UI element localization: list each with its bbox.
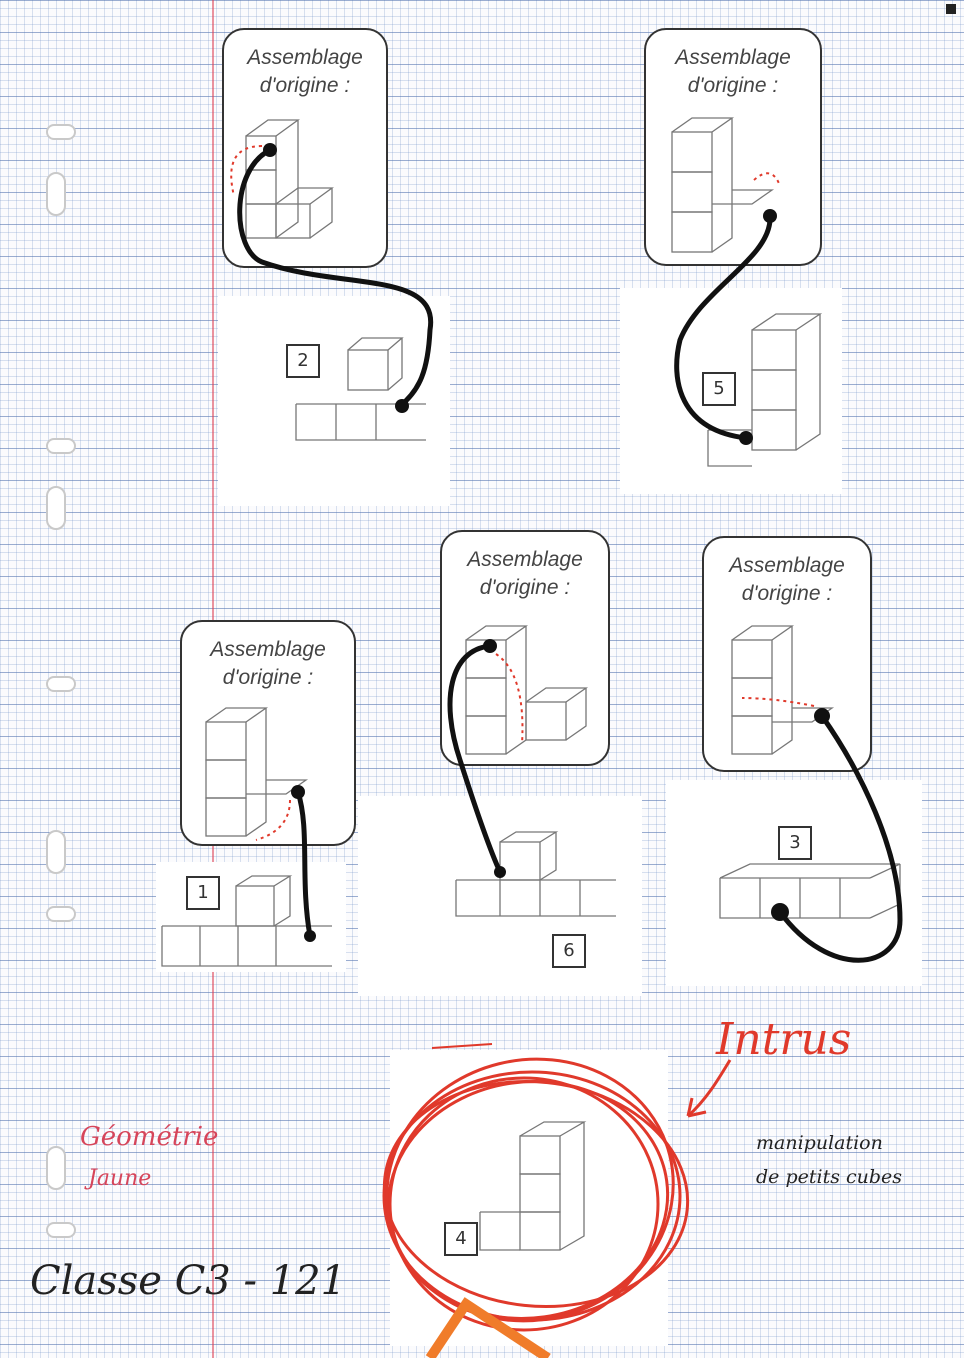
- red-rotation-arrows: [231, 146, 814, 840]
- intrus-label: Intrus: [716, 1014, 851, 1065]
- subject-label: Géométrie: [80, 1122, 218, 1152]
- cube-sketch: [480, 1122, 584, 1250]
- activity-label-line1: manipulation: [756, 1132, 883, 1154]
- activity-label-line2: de petits cubes: [756, 1166, 902, 1188]
- cube-sketch: [296, 338, 426, 440]
- corner-mark: [946, 4, 956, 14]
- cube-sketch: [732, 626, 832, 754]
- cube-sketch: [246, 120, 332, 238]
- cube-sketch: [672, 118, 772, 252]
- color-label: Jaune: [88, 1166, 151, 1191]
- intrus-circle: [359, 1029, 701, 1351]
- class-label: Classe C3 - 121: [30, 1258, 346, 1304]
- connector-lines: [240, 150, 900, 960]
- cube-sketch: [720, 864, 900, 918]
- cube-sketch: [206, 708, 306, 836]
- cube-sketch: [708, 314, 820, 466]
- cube-sketch: [456, 832, 616, 916]
